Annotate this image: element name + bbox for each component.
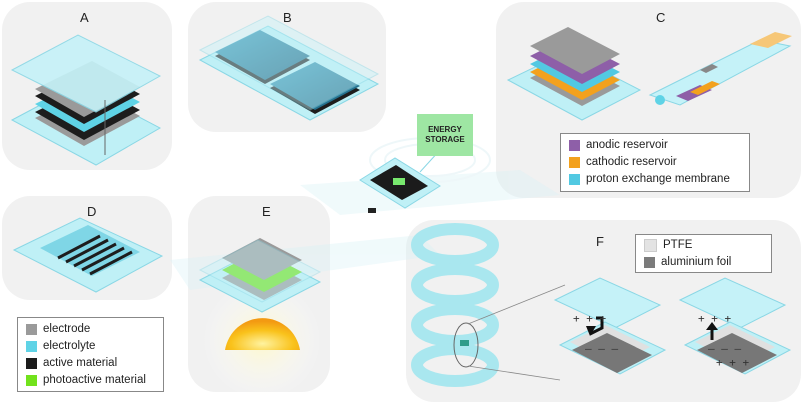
legend-c: anodic reservoir cathodic reservoir prot… bbox=[560, 133, 750, 192]
legend-c-label-anodic: anodic reservoir bbox=[586, 139, 668, 151]
legend-c-item: anodic reservoir bbox=[569, 138, 668, 152]
legend-f-item: PTFE bbox=[644, 238, 692, 252]
legend-main-item: electrode bbox=[26, 322, 90, 336]
zoom-circle bbox=[453, 322, 479, 368]
legend-swatch bbox=[569, 156, 580, 168]
legend-c-item: proton exchange membrane bbox=[569, 172, 730, 186]
charge-plus-right-bottom: + + + bbox=[716, 356, 749, 369]
energy-storage-device bbox=[359, 149, 441, 213]
panel-c-stack bbox=[506, 27, 642, 121]
legend-main-label-electrode: electrode bbox=[43, 323, 91, 335]
panel-a-stack bbox=[10, 34, 162, 166]
panel-label-c: C bbox=[656, 10, 666, 25]
panel-label-e: E bbox=[262, 204, 271, 219]
panel-label-d: D bbox=[87, 204, 97, 219]
legend-swatch bbox=[26, 374, 37, 386]
legend-f-item: aluminium foil bbox=[644, 255, 731, 269]
legend-main: electrode electrolyte active material ph… bbox=[17, 317, 164, 392]
energy-storage-box: ENERGY STORAGE bbox=[417, 114, 473, 156]
legend-swatch bbox=[644, 256, 655, 268]
panel-b-plates bbox=[198, 15, 380, 121]
legend-main-label-electrolyte: electrolyte bbox=[43, 340, 96, 352]
legend-c-item: cathodic reservoir bbox=[569, 155, 677, 169]
panel-d-device bbox=[12, 217, 164, 293]
energy-storage-line1: ENERGY bbox=[428, 125, 462, 134]
legend-main-label-photoactive: photoactive material bbox=[43, 374, 146, 386]
legend-c-label-cathodic: cathodic reservoir bbox=[586, 156, 677, 168]
legend-swatch bbox=[644, 238, 657, 252]
panel-label-f: F bbox=[596, 234, 604, 249]
charge-plus-left: + + + bbox=[573, 312, 606, 325]
legend-main-item: photoactive material bbox=[26, 373, 146, 387]
legend-f: PTFE aluminium foil bbox=[635, 234, 772, 273]
charge-plus-right-top: + + + bbox=[698, 312, 731, 325]
charge-minus-right: – – – bbox=[708, 342, 741, 355]
zoom-element bbox=[460, 340, 469, 346]
legend-swatch bbox=[569, 173, 580, 185]
panel-f-spiral bbox=[411, 223, 499, 387]
energy-storage-line2: STORAGE bbox=[425, 135, 465, 144]
panel-e-device bbox=[198, 238, 322, 400]
panel-c-strip bbox=[648, 32, 792, 106]
legend-swatch bbox=[26, 357, 37, 369]
legend-swatch bbox=[569, 139, 580, 151]
charge-minus-left: – – – bbox=[585, 342, 618, 355]
legend-swatch bbox=[26, 340, 37, 352]
legend-swatch bbox=[26, 323, 37, 335]
legend-c-label-pem: proton exchange membrane bbox=[586, 173, 730, 185]
panel-label-a: A bbox=[80, 10, 89, 25]
panel-label-b: B bbox=[283, 10, 292, 25]
legend-main-label-active: active material bbox=[43, 357, 118, 369]
legend-main-item: active material bbox=[26, 356, 117, 370]
legend-f-label-aluminium: aluminium foil bbox=[661, 256, 732, 268]
teng-right bbox=[678, 277, 792, 375]
legend-f-label-ptfe: PTFE bbox=[663, 239, 693, 251]
legend-main-item: electrolyte bbox=[26, 339, 95, 353]
teng-left bbox=[553, 277, 667, 375]
